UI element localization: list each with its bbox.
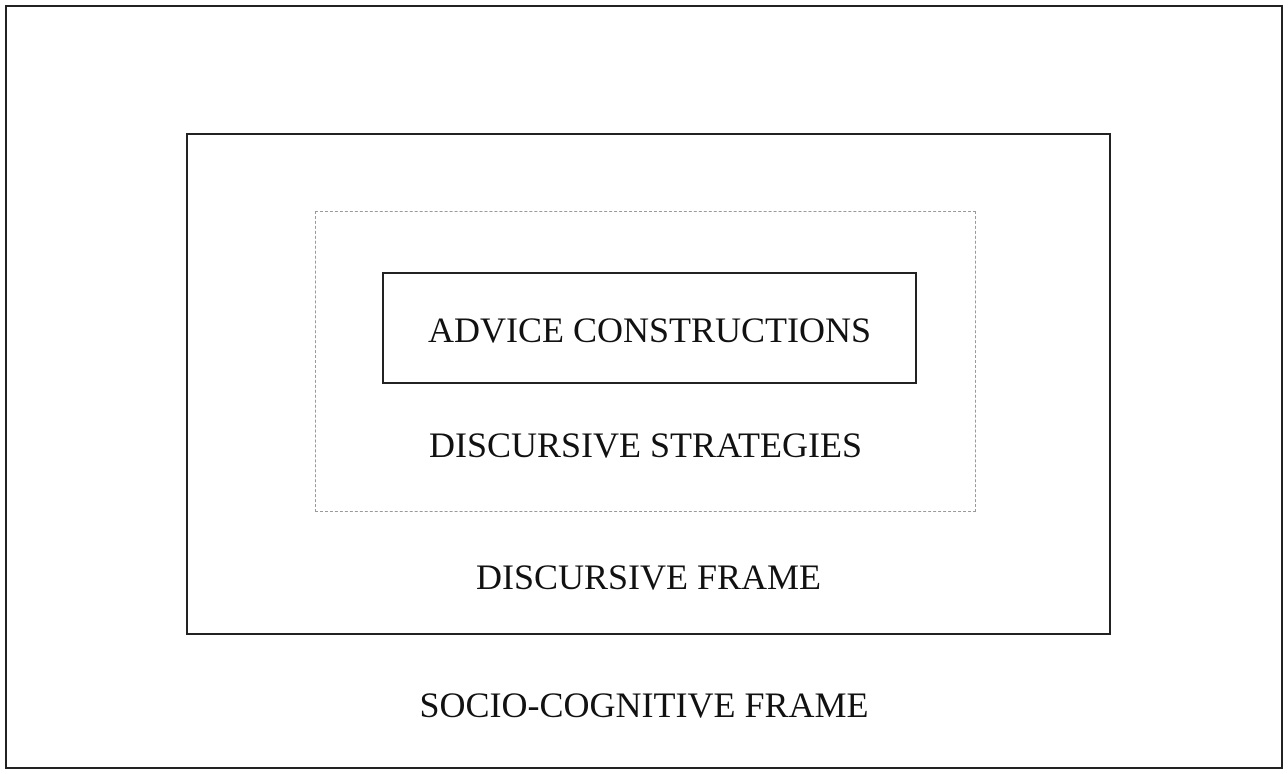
discursive-strategies-box bbox=[315, 211, 976, 512]
discursive-frame-box bbox=[186, 133, 1111, 635]
discursive-strategies-label: DISCURSIVE STRATEGIES bbox=[428, 425, 863, 465]
advice-constructions-label: ADVICE CONSTRUCTIONS bbox=[427, 310, 872, 350]
discursive-frame-label: DISCURSIVE FRAME bbox=[475, 557, 822, 597]
socio-cognitive-frame-label: SOCIO-COGNITIVE FRAME bbox=[419, 685, 869, 725]
socio-cognitive-frame-box bbox=[5, 5, 1283, 769]
advice-constructions-box bbox=[382, 272, 917, 384]
